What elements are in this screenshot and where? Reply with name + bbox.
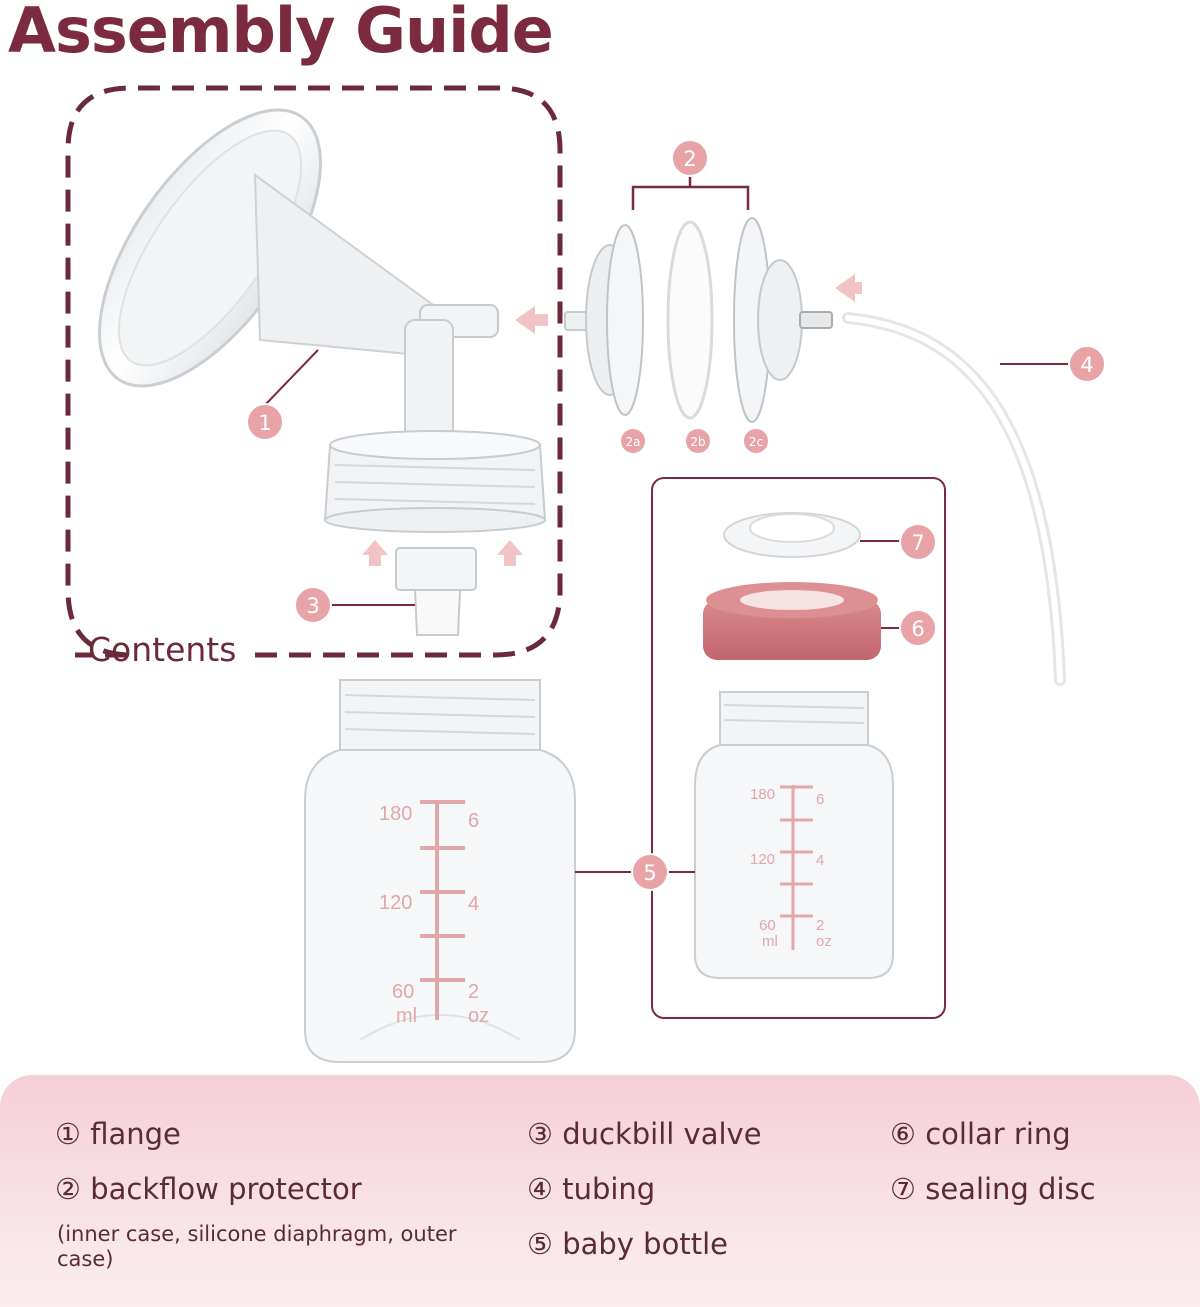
oz-6-small: 6 <box>816 791 824 808</box>
callout-6: 6 <box>899 609 937 647</box>
callout-2a: 2a <box>619 427 647 455</box>
svg-text:5: 5 <box>643 861 656 885</box>
bottle-small-scale: 180 6 120 4 60 2 ml oz <box>750 786 832 950</box>
oz-4-small: 4 <box>816 852 824 869</box>
duckbill-valve <box>395 547 477 636</box>
svg-text:3: 3 <box>306 594 319 618</box>
callout-2c: 2c <box>742 427 770 455</box>
unit-ml-small: ml <box>762 933 778 950</box>
legend-item-tubing: ④ tubing <box>527 1172 656 1206</box>
arrow-left-flange <box>515 306 548 334</box>
svg-text:2: 2 <box>683 147 696 171</box>
legend-item-flange: ① flange <box>55 1117 181 1151</box>
oz-2: 2 <box>468 981 479 1003</box>
contents-frame <box>65 85 563 658</box>
callout-3: 3 <box>294 586 332 624</box>
svg-text:1: 1 <box>258 411 271 435</box>
flange-thread <box>323 430 547 533</box>
bottle-small <box>694 691 894 979</box>
ml-120-small: 120 <box>750 851 775 868</box>
callout-5: 5 <box>631 853 669 891</box>
callout-7: 7 <box>899 523 937 561</box>
legend-item-backflow-protector: ② backflow protector <box>55 1172 362 1206</box>
callout-1: 1 <box>246 403 284 441</box>
legend-item-sealing-disc: ⑦ sealing disc <box>890 1172 1096 1206</box>
svg-text:2c: 2c <box>749 435 763 449</box>
legend-item-duckbill-valve: ③ duckbill valve <box>527 1117 762 1151</box>
legend-item-collar-ring: ⑥ collar ring <box>890 1117 1071 1151</box>
legend-item-backflow-note: (inner case, silicone diaphragm, outer c… <box>57 1222 457 1271</box>
flange <box>98 108 499 451</box>
page-title: Assembly Guide <box>8 0 554 67</box>
oz-2-small: 2 <box>816 917 824 934</box>
callout-2b: 2b <box>684 427 712 455</box>
ml-180: 180 <box>379 803 412 825</box>
up-arrows <box>362 540 523 566</box>
legend-item-baby-bottle: ⑤ baby bottle <box>527 1227 728 1261</box>
callout-4: 4 <box>1068 345 1106 383</box>
arrow-left-tubing <box>835 274 862 302</box>
ml-60: 60 <box>392 981 414 1003</box>
svg-text:2b: 2b <box>690 435 705 449</box>
oz-6: 6 <box>468 810 479 832</box>
bottle-group-frame <box>651 477 946 1019</box>
callout-2: 2 <box>671 139 709 177</box>
contents-label: Contents <box>88 630 237 669</box>
bottle-large <box>304 679 576 1063</box>
svg-text:7: 7 <box>911 531 924 555</box>
collar-ring <box>703 582 881 660</box>
backflow-protector <box>564 217 833 423</box>
unit-oz-small: oz <box>816 933 832 950</box>
ml-180-small: 180 <box>750 786 775 803</box>
leader-lines <box>264 349 1068 873</box>
legend-panel: ① flange ② backflow protector (inner cas… <box>0 1075 1200 1307</box>
ml-60-small: 60 <box>759 917 776 934</box>
unit-oz: oz <box>468 1005 489 1027</box>
oz-4: 4 <box>468 893 479 915</box>
svg-text:6: 6 <box>911 617 924 641</box>
svg-text:2a: 2a <box>626 435 641 449</box>
svg-text:4: 4 <box>1080 353 1093 377</box>
unit-ml: ml <box>396 1005 417 1027</box>
sealing-disc <box>723 512 861 558</box>
ml-120: 120 <box>379 892 412 914</box>
bracket-2 <box>631 175 750 210</box>
bottle-large-scale: 180 6 120 4 60 2 ml oz <box>379 803 489 1027</box>
